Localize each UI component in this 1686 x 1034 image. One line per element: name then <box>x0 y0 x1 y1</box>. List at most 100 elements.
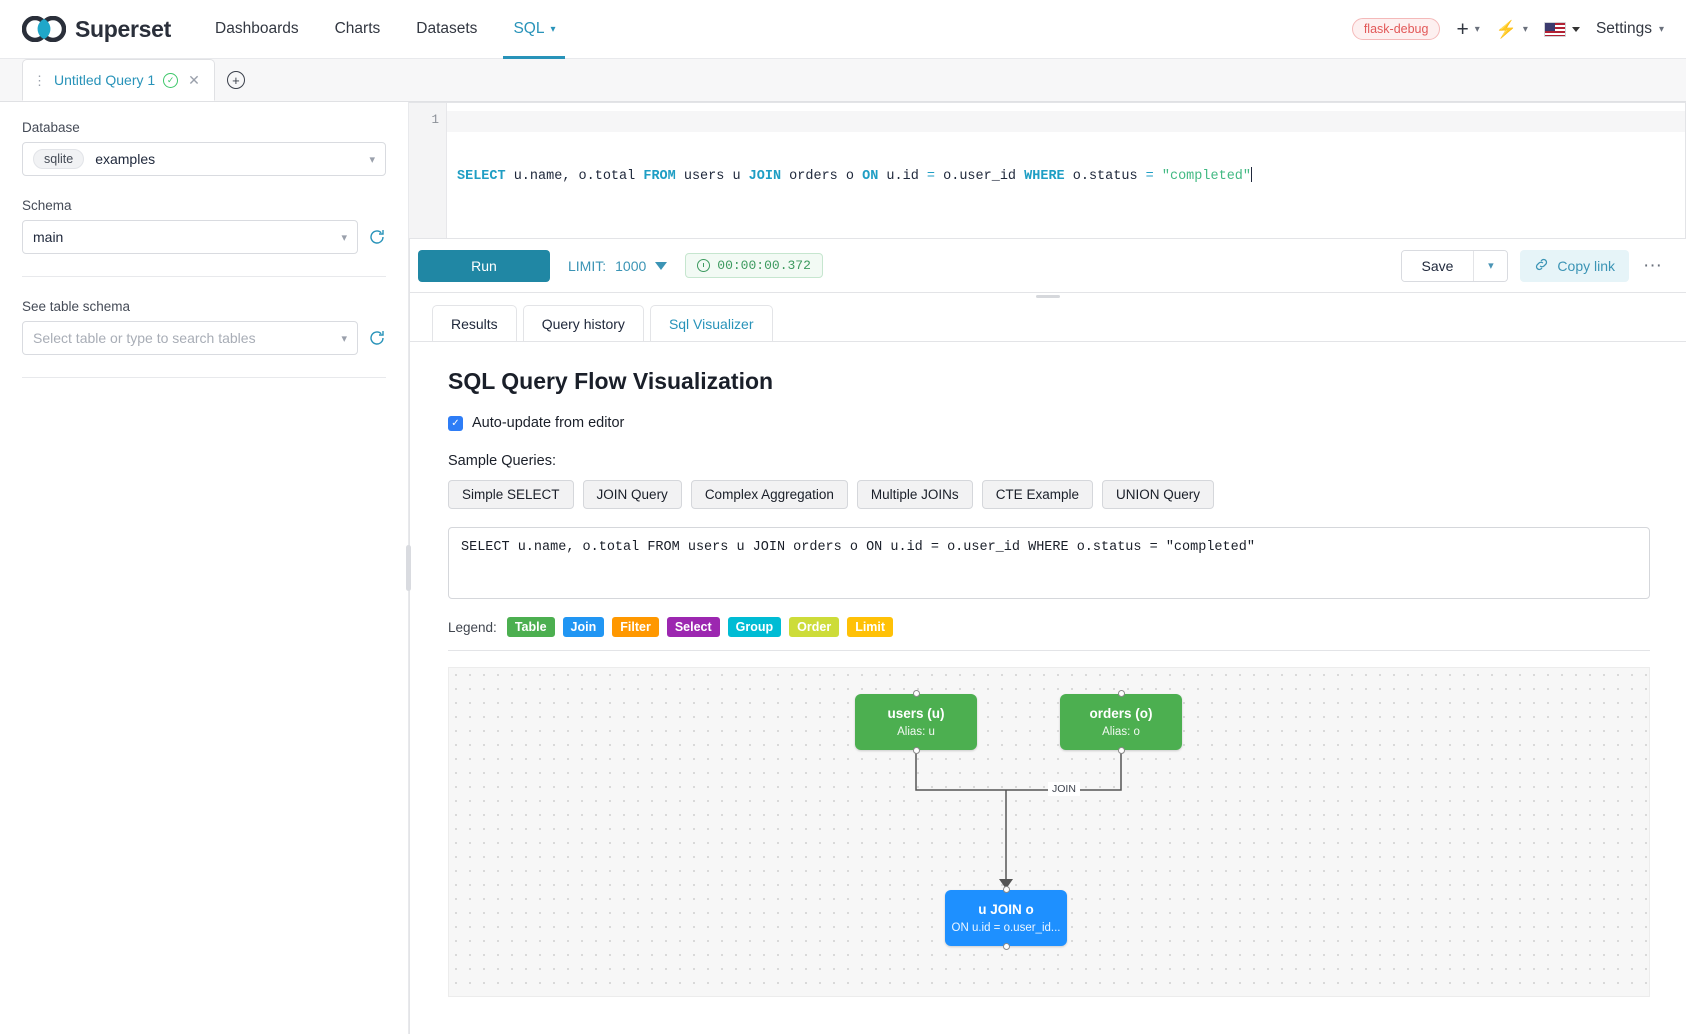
flow-node-title: users (u) <box>887 706 945 721</box>
language-selector[interactable] <box>1543 21 1580 37</box>
tab-results[interactable]: Results <box>432 305 517 341</box>
close-icon[interactable]: ✕ <box>188 71 200 88</box>
flow-edge <box>1006 750 1122 791</box>
editor-toolbar: Run LIMIT: 1000 00:00:00.372 Save ▾ <box>409 239 1686 293</box>
tab-query-history[interactable]: Query history <box>522 305 644 341</box>
checkbox-checked-icon[interactable]: ✓ <box>448 415 463 431</box>
sample-query-button-5[interactable]: UNION Query <box>1101 480 1214 509</box>
refresh-tables-icon[interactable] <box>368 329 386 347</box>
timer-value: 00:00:00.372 <box>717 258 811 273</box>
refresh-schema-icon[interactable] <box>368 228 386 246</box>
flow-edge-arrow <box>999 879 1013 889</box>
legend-badge-group: Group <box>727 617 782 637</box>
schema-row: main ▾ <box>22 220 386 254</box>
nav-item-dashboards[interactable]: Dashboards <box>215 0 299 59</box>
schema-label: Schema <box>22 198 72 213</box>
drag-handle-icon[interactable]: ⋮ <box>33 72 46 88</box>
main-body: Database sqlite examples ▾ Schema main ▾… <box>0 102 1686 1034</box>
nav-item-datasets-label: Datasets <box>416 20 478 37</box>
more-options-icon[interactable]: ··· <box>1643 255 1662 276</box>
node-port-top[interactable] <box>1117 690 1125 697</box>
query-flow-canvas[interactable]: users (u) Alias: u orders (o) Alias: o u JOI… <box>448 667 1650 997</box>
flow-node-title: orders (o) <box>1089 706 1153 721</box>
settings-menu[interactable]: Settings ▾ <box>1596 20 1664 38</box>
nav-item-sql-label: SQL <box>513 20 545 37</box>
link-icon <box>1534 257 1549 275</box>
sidebar-divider <box>22 276 386 277</box>
split-drag-handle[interactable] <box>1036 295 1060 298</box>
legend-badge-limit: Limit <box>847 617 894 637</box>
limit-dropdown[interactable]: LIMIT: 1000 <box>568 257 668 274</box>
result-tab-bar: Results Query history Sql Visualizer <box>409 305 1686 342</box>
database-engine-badge: sqlite <box>33 149 85 169</box>
node-port-top[interactable] <box>1002 886 1010 893</box>
legend-badge-join: Join <box>562 617 605 637</box>
sample-query-button-2[interactable]: Complex Aggregation <box>690 480 848 509</box>
flow-node-users[interactable]: users (u) Alias: u <box>855 690 977 754</box>
table-search-select[interactable]: Select table or type to search tables ▾ <box>22 321 358 355</box>
settings-label: Settings <box>1595 20 1652 37</box>
nav-item-sql[interactable]: SQL ▾ <box>503 0 566 59</box>
sample-query-button-1[interactable]: JOIN Query <box>582 480 682 509</box>
nav-item-charts-label: Charts <box>334 20 381 37</box>
node-port-top[interactable] <box>912 690 920 697</box>
auto-update-checkbox-row[interactable]: ✓ Auto-update from editor <box>448 415 1650 431</box>
query-tab-untitled-query-1[interactable]: ⋮ Untitled Query 1 ✓ ✕ <box>22 59 215 101</box>
copy-link-button[interactable]: Copy link <box>1520 249 1630 282</box>
main-nav: Dashboards Charts Datasets SQL ▾ <box>215 0 566 59</box>
flow-edge-label-join: JOIN <box>1048 782 1080 796</box>
sample-query-button-3[interactable]: Multiple JOINs <box>856 480 973 509</box>
chevron-down-icon: ▾ <box>1658 23 1664 35</box>
legend-badge-select: Select <box>666 617 720 637</box>
clock-icon <box>697 259 711 272</box>
brand-logo-group[interactable]: Superset <box>21 15 172 43</box>
chevron-down-icon: ▾ <box>550 23 556 35</box>
triangle-down-icon <box>655 261 668 270</box>
schema-value: main <box>33 229 64 245</box>
new-item-button[interactable]: + ▾ <box>1456 19 1479 40</box>
brand-name: Superset <box>75 15 172 42</box>
legend-divider <box>448 650 1650 651</box>
tab-sql-visualizer-label: Sql Visualizer <box>668 315 754 332</box>
sql-editor[interactable]: 1 SELECT u.name, o.total FROM users u JO… <box>409 102 1686 239</box>
editor-gutter: 1 <box>409 103 447 238</box>
limit-label: LIMIT: <box>568 257 607 274</box>
table-schema-label: See table schema <box>22 299 131 314</box>
sidebar-divider-bottom <box>22 377 386 378</box>
panel-resize-handle[interactable] <box>406 545 411 591</box>
chevron-down-icon: ▾ <box>369 153 375 166</box>
node-port-bottom[interactable] <box>1117 747 1125 754</box>
flask-debug-badge[interactable]: flask-debug <box>1351 18 1441 40</box>
node-port-bottom[interactable] <box>1002 943 1010 950</box>
plus-icon: + <box>1456 17 1469 41</box>
flow-edges <box>915 750 1122 889</box>
flow-node-orders[interactable]: orders (o) Alias: o <box>1060 690 1182 754</box>
quick-actions-button[interactable]: ⚡ ▾ <box>1496 21 1528 38</box>
split-drag-area <box>409 293 1686 305</box>
node-port-bottom[interactable] <box>912 747 920 754</box>
left-panel: Database sqlite examples ▾ Schema main ▾… <box>0 102 411 1034</box>
flow-node-subtitle: Alias: u <box>897 726 935 738</box>
sample-query-button-0[interactable]: Simple SELECT <box>448 480 574 509</box>
run-button[interactable]: Run <box>418 249 550 282</box>
add-query-tab-button[interactable]: + <box>215 59 257 101</box>
chevron-down-icon: ▾ <box>1522 23 1528 35</box>
save-dropdown-chevron-down-icon[interactable]: ▾ <box>1473 250 1508 281</box>
nav-item-charts[interactable]: Charts <box>335 0 381 59</box>
database-select[interactable]: sqlite examples ▾ <box>22 142 386 176</box>
legend-badge-order: Order <box>789 617 840 637</box>
nav-item-datasets[interactable]: Datasets <box>416 0 477 59</box>
sql-input-textarea[interactable] <box>448 527 1650 599</box>
sample-query-button-4[interactable]: CTE Example <box>981 480 1093 509</box>
tab-sql-visualizer[interactable]: Sql Visualizer <box>649 305 773 341</box>
tab-results-label: Results <box>451 315 498 332</box>
sql-visualizer-panel: SQL Query Flow Visualization ✓ Auto-upda… <box>409 342 1686 1034</box>
flow-node-subtitle: ON u.id = o.user_id... <box>951 922 1061 934</box>
save-button[interactable]: Save <box>1401 250 1474 281</box>
editor-code-area[interactable]: SELECT u.name, o.total FROM users u JOIN… <box>447 103 1685 238</box>
flow-node-subtitle: Alias: o <box>1102 726 1140 738</box>
schema-select[interactable]: main ▾ <box>22 220 358 254</box>
copy-link-label: Copy link <box>1557 257 1616 274</box>
auto-update-label: Auto-update from editor <box>472 415 625 431</box>
